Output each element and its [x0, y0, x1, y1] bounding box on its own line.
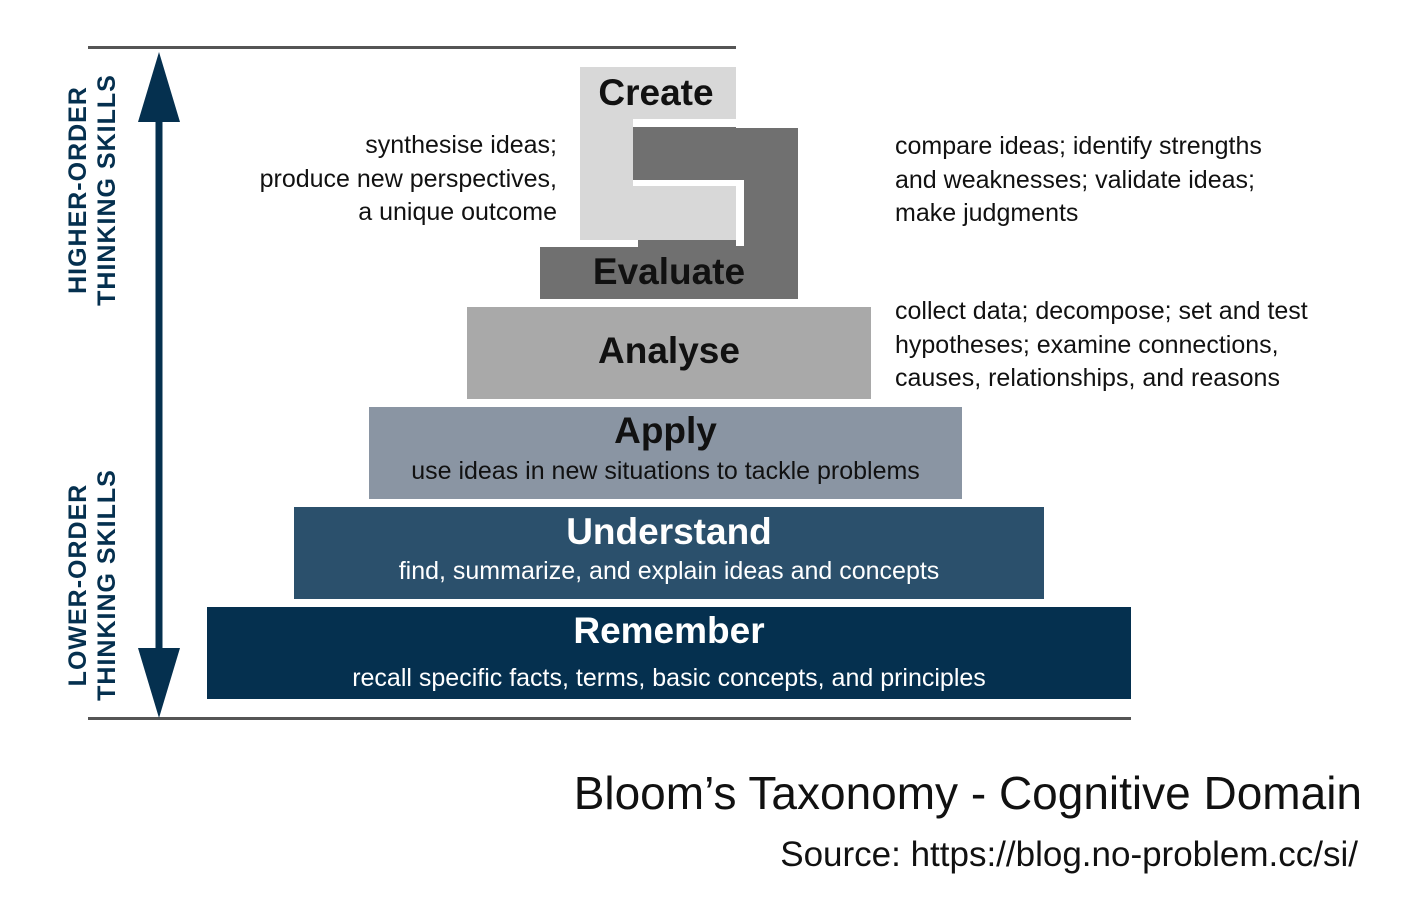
- create-title: Create: [598, 72, 714, 113]
- create-description: synthesise ideas; produce new perspectiv…: [260, 129, 557, 230]
- analyse-description-line: collect data; decompose; set and test: [895, 297, 1308, 325]
- analyse-level: Analyse: [467, 307, 871, 399]
- diagram-title: Bloom’s Taxonomy - Cognitive Domain: [573, 767, 1362, 819]
- double-arrow-icon: [138, 52, 180, 718]
- analyse-title: Analyse: [598, 330, 740, 371]
- apply-level: Apply use ideas in new situations to tac…: [369, 407, 962, 499]
- remember-level: Remember recall specific facts, terms, b…: [207, 607, 1131, 699]
- understand-title: Understand: [566, 511, 772, 552]
- evaluate-description-line: and weaknesses; validate ideas;: [895, 165, 1255, 194]
- understand-level: Understand find, summarize, and explain …: [294, 507, 1044, 599]
- create-description-line: produce new perspectives,: [259, 164, 557, 193]
- remember-title: Remember: [573, 610, 765, 651]
- create-level: Create: [580, 67, 744, 246]
- analyse-description-line: hypotheses; examine connections,: [895, 330, 1279, 359]
- create-description-line: a unique outcome: [358, 198, 557, 226]
- analyse-description-line: causes, relationships, and reasons: [895, 364, 1280, 392]
- remember-description: recall specific facts, terms, basic conc…: [352, 664, 986, 692]
- evaluate-description-line: compare ideas; identify strengths: [895, 132, 1262, 160]
- higher-order-label: HIGHER-ORDER THINKING SKILLS: [64, 74, 121, 306]
- evaluate-title: Evaluate: [592, 251, 746, 292]
- apply-description: use ideas in new situations to tackle pr…: [411, 457, 920, 485]
- evaluate-description: compare ideas; identify strengths and we…: [895, 130, 1262, 231]
- bottom-rule: [88, 717, 1131, 720]
- understand-description: find, summarize, and explain ideas and c…: [398, 557, 940, 585]
- source-credit: Source: https://blog.no-problem.cc/si/: [780, 835, 1358, 874]
- lower-order-label: LOWER-ORDER THINKING SKILLS: [64, 469, 121, 701]
- evaluate-level: Evaluate: [540, 247, 798, 299]
- analyse-description: collect data; decompose; set and test hy…: [895, 295, 1308, 396]
- evaluate-description-line: make judgments: [895, 199, 1079, 227]
- top-rule: [88, 46, 736, 49]
- create-description-line: synthesise ideas;: [365, 131, 557, 159]
- apply-title: Apply: [614, 410, 717, 451]
